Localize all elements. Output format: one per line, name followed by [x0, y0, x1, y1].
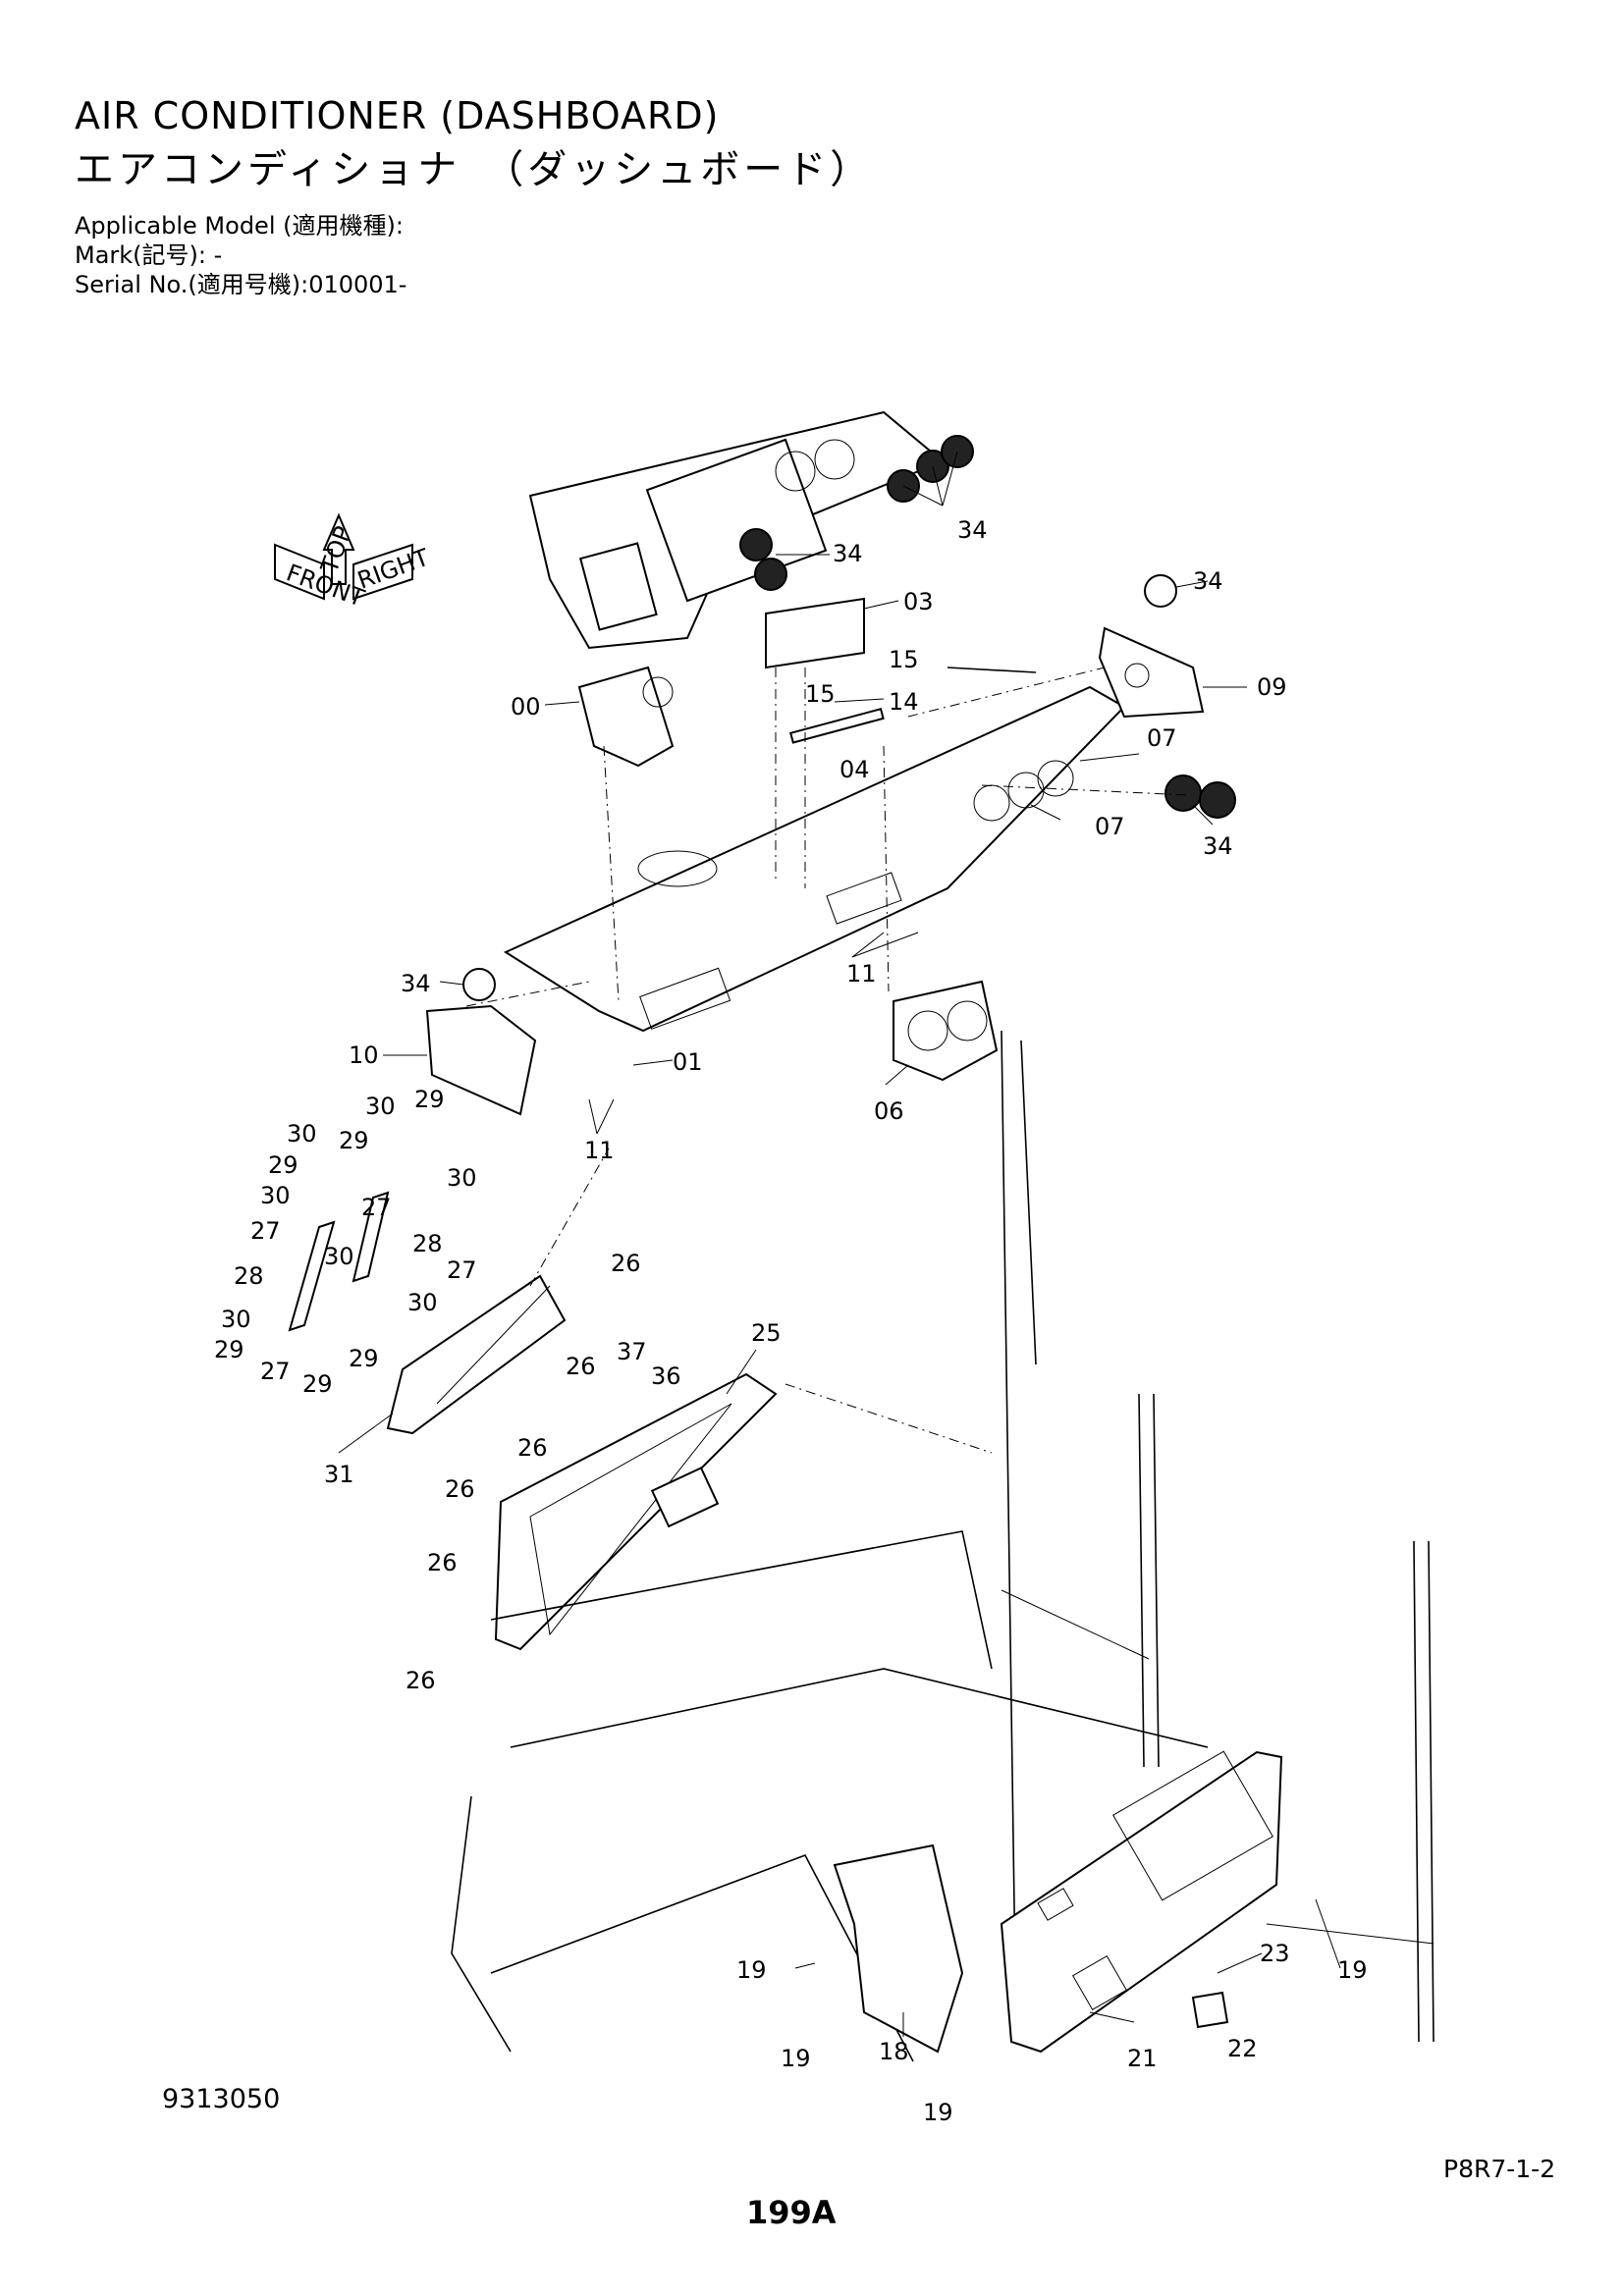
callout: 26: [517, 1434, 548, 1462]
filter-31: [386, 1274, 567, 1435]
callout: 34: [1193, 567, 1223, 595]
callout: 27: [260, 1358, 291, 1385]
callout: 19: [923, 2099, 953, 2126]
callout: 19: [736, 1956, 767, 1984]
callout: 10: [349, 1041, 379, 1069]
orientation-arrows-icon: FRONT TOP RIGHT: [274, 512, 433, 613]
side-box-10: [425, 968, 537, 1116]
side-box-09: [1098, 574, 1205, 719]
callout: 11: [584, 1137, 615, 1164]
callout: 26: [445, 1475, 475, 1503]
callout: 34: [1203, 832, 1233, 860]
vent-pair-right: [1164, 774, 1236, 819]
callout: 11: [846, 960, 877, 988]
callout: 29: [339, 1127, 369, 1154]
title-english: AIR CONDITIONER (DASHBOARD): [75, 94, 720, 137]
callout: 07: [1147, 724, 1177, 752]
callout: 37: [617, 1338, 647, 1365]
mark-label: Mark(記号): -: [75, 241, 223, 269]
vent-duct-03: [765, 597, 865, 669]
callout: 19: [781, 2045, 811, 2072]
cover-21: [1000, 1750, 1283, 2054]
callout: 09: [1257, 673, 1287, 701]
callout: 29: [302, 1370, 333, 1398]
trim-strip-14: [789, 667, 1037, 744]
callout: 25: [751, 1319, 782, 1347]
callout: 31: [324, 1461, 354, 1488]
callout: 34: [957, 516, 988, 544]
callout: 27: [447, 1256, 477, 1284]
callout: 30: [287, 1120, 317, 1148]
applicable-model-label: Applicable Model (適用機種):: [75, 212, 404, 240]
callout: 30: [221, 1306, 251, 1333]
callout: 03: [903, 588, 934, 615]
grille-22: [1191, 1991, 1229, 2029]
callout-labels: 34 34 34 03 00 15 15 14 04 07 07 09 34 1…: [214, 516, 1368, 2126]
cover-panel-25: [494, 1372, 778, 1651]
callout: 30: [365, 1093, 396, 1120]
callout: 34: [401, 970, 431, 997]
callout: 23: [1260, 1940, 1290, 1967]
callout: 14: [889, 688, 919, 716]
callout: 26: [611, 1250, 641, 1277]
callout: 30: [407, 1289, 438, 1316]
vent-assembly-06: [893, 980, 999, 1082]
serial-number-label: Serial No.(適用号機):010001-: [75, 271, 407, 298]
callout: 15: [889, 646, 919, 673]
brackets-28: [288, 1191, 390, 1332]
callout: 28: [412, 1230, 443, 1257]
callout: 30: [447, 1164, 477, 1192]
cab-frame: [451, 1030, 1435, 2062]
callout: 29: [414, 1086, 445, 1113]
page-number: 199A: [746, 2194, 837, 2231]
drawing-number: 9313050: [162, 2084, 281, 2114]
callout: 21: [1127, 2045, 1158, 2072]
callout: 29: [214, 1336, 244, 1363]
callout: 29: [268, 1151, 298, 1179]
dashboard-main-panel: [503, 685, 1126, 1033]
callout: 27: [250, 1217, 281, 1245]
leader-lines: [338, 451, 1341, 2037]
callout: 00: [511, 693, 541, 721]
callout: 06: [874, 1097, 904, 1125]
callout: 01: [673, 1048, 703, 1076]
callout: 07: [1095, 813, 1125, 840]
alignment-lines: [465, 667, 1189, 1454]
callout: 30: [260, 1182, 291, 1209]
vent-duct-00: [577, 666, 675, 768]
callout: 30: [324, 1243, 354, 1270]
callout: 27: [361, 1194, 392, 1221]
page-reference: P8R7-1-2: [1443, 2155, 1556, 2183]
title-japanese: エアコンディショナ （ダッシュボード）: [75, 147, 874, 192]
duct-18: [833, 1843, 964, 2054]
callout: 28: [234, 1262, 264, 1290]
callout: 15: [805, 680, 836, 708]
callout: 22: [1227, 2035, 1258, 2062]
callout: 36: [651, 1362, 681, 1390]
callout: 34: [833, 540, 863, 567]
callout: 26: [427, 1549, 458, 1576]
callout: 29: [349, 1345, 379, 1372]
callout: 19: [1337, 1956, 1368, 1984]
callout: 18: [879, 2038, 909, 2065]
callout: 26: [566, 1353, 596, 1380]
callout: 26: [406, 1667, 436, 1694]
callout: 04: [839, 756, 870, 783]
